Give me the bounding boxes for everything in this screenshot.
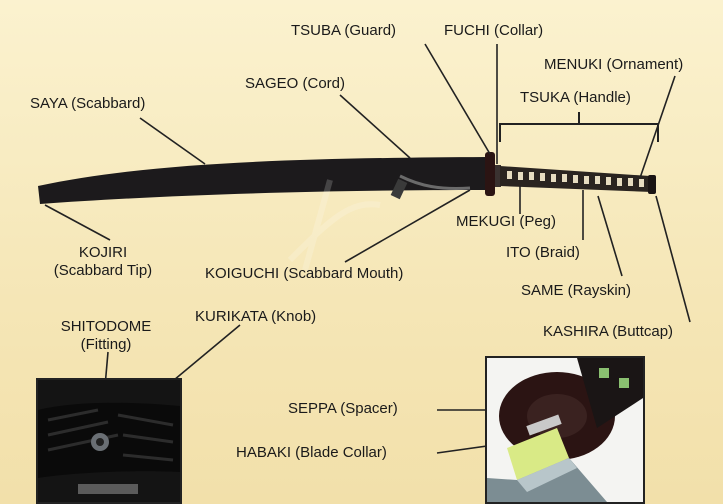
label-ito: ITO (Braid): [506, 244, 580, 262]
inset-scabbard-drawing: [38, 380, 180, 502]
label-shitodome-line2: (Fitting): [42, 336, 170, 354]
inset-scabbard-closeup: [36, 378, 182, 504]
tsuka-bracket: [500, 112, 658, 142]
label-menuki: MENUKI (Ornament): [544, 56, 683, 74]
label-tsuka: TSUKA (Handle): [520, 89, 631, 107]
tsuba-guard-shape: [485, 152, 495, 196]
label-kojiri-line2: (Scabbard Tip): [40, 262, 166, 280]
inset-guard-closeup: [485, 356, 645, 504]
label-kurikata: KURIKATA (Knob): [195, 308, 316, 326]
label-sageo: SAGEO (Cord): [245, 75, 345, 93]
label-kojiri-line1: KOJIRI: [40, 244, 166, 262]
inset-guard-drawing: [487, 358, 643, 502]
label-saya: SAYA (Scabbard): [30, 95, 145, 113]
kashira-buttcap-shape: [648, 175, 656, 194]
label-kojiri: KOJIRI (Scabbard Tip): [40, 244, 166, 280]
watermark-logo: [290, 180, 380, 270]
label-mekugi: MEKUGI (Peg): [456, 213, 556, 231]
label-seppa: SEPPA (Spacer): [288, 400, 398, 418]
label-habaki: HABAKI (Blade Collar): [236, 444, 387, 462]
label-tsuba: TSUBA (Guard): [291, 22, 396, 40]
saya-scabbard-shape: [38, 157, 487, 204]
label-kashira: KASHIRA (Buttcap): [543, 323, 673, 341]
label-shitodome: SHITODOME (Fitting): [42, 318, 170, 354]
label-shitodome-line1: SHITODOME: [42, 318, 170, 336]
label-same: SAME (Rayskin): [521, 282, 631, 300]
label-fuchi: FUCHI (Collar): [444, 22, 543, 40]
label-koiguchi: KOIGUCHI (Scabbard Mouth): [205, 265, 403, 283]
